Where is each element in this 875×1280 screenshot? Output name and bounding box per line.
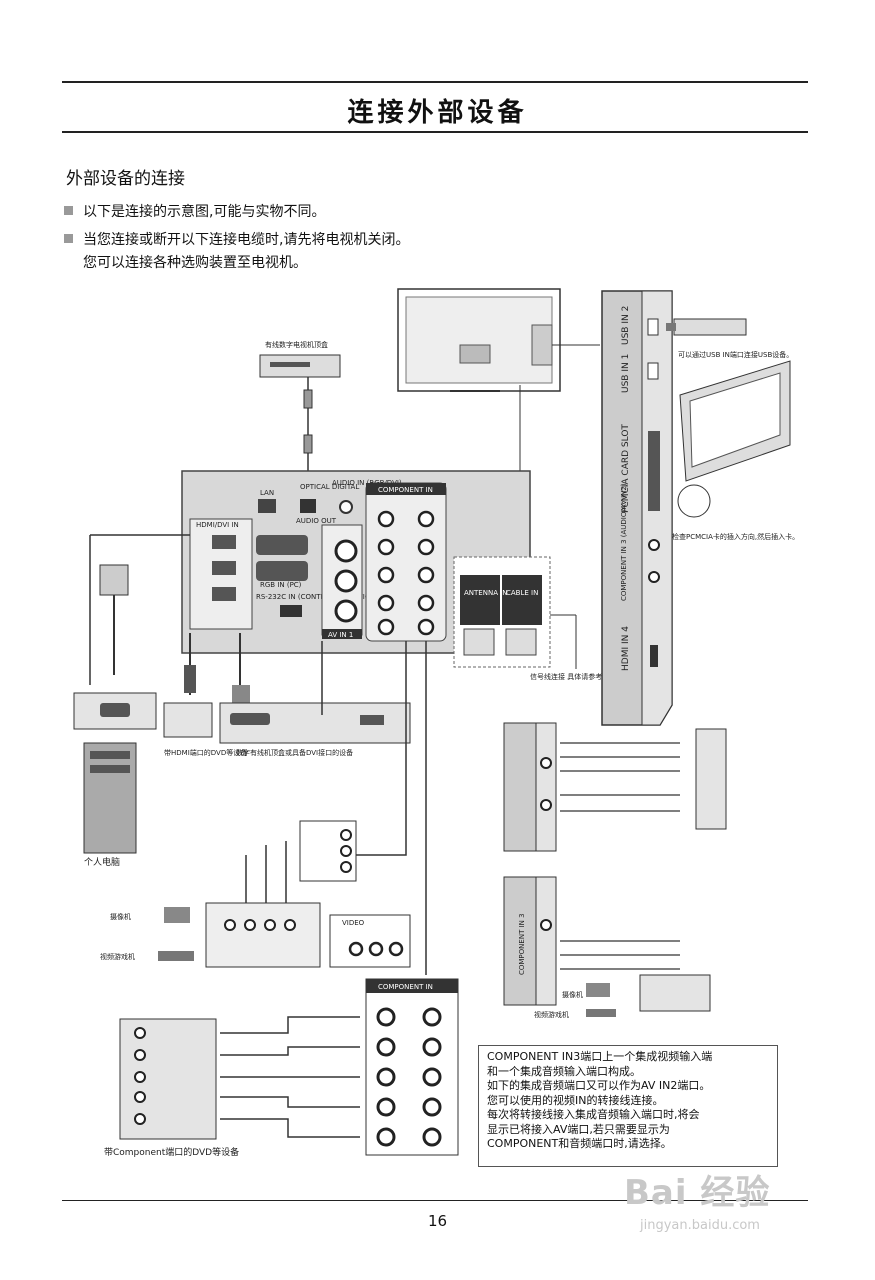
settop-label: 有线数字电视机顶盒 <box>265 340 328 349</box>
footer-rule <box>62 1200 808 1201</box>
bullet-square-icon <box>64 206 73 215</box>
pcmcia-note: 检查PCMCIA卡的插入方向,然后插入卡。 <box>672 532 799 541</box>
component-in-label: COMPONENT IN <box>378 486 433 494</box>
side-inset-1 <box>503 722 727 852</box>
video-label: VIDEO <box>342 919 365 927</box>
section-subtitle: 外部设备的连接 <box>66 169 185 189</box>
antenna-note: 信号线连接 具体请参考第15页 <box>530 672 625 681</box>
connection-diagram: 有线数字电视机顶盒 HDMI/DVI IN LAN OPTICAL DIGITA… <box>73 288 799 1158</box>
title-rule <box>62 131 808 133</box>
side-game-label: 视频游戏机 <box>534 1010 569 1019</box>
watermark-url: jingyan.baidu.com <box>640 1218 760 1233</box>
top-rule <box>62 81 808 83</box>
component-note: COMPONENT IN3端口上一个集成视频输入端 和一个集成音频输入端口构成。… <box>478 1045 778 1167</box>
page-number: 16 <box>427 1212 448 1230</box>
av-in1-label: AV IN 1 <box>328 631 353 639</box>
rs232-label: RS-232C IN (CONTROL & SERVICE) <box>256 593 377 601</box>
bullet-square-icon <box>64 234 73 243</box>
av-devices: VIDEO 摄像机 视频游戏机 <box>100 820 411 968</box>
note-line: 显示已将接入AV端口,若只需要显示为 <box>487 1122 670 1136</box>
camcorder-label: 摄像机 <box>110 912 131 921</box>
antenna-panel: ANTENNA IN CABLE IN 信号线连接 具体请参考第15页 <box>453 556 625 681</box>
comp-in-lower-label: COMPONENT IN <box>378 983 433 991</box>
bullet-2-text: 当您连接或断开以下连接电缆时,请先将电视机关闭。 <box>83 232 410 248</box>
side-panel: USB IN 2 USB IN 1 PCMCIA CARD SLOT COMPO… <box>601 290 799 726</box>
pcmcia-label: PCMCIA CARD SLOT <box>621 424 631 513</box>
dvd-hdmi-label: 带HDMI端口的DVD等设备 <box>164 748 247 757</box>
note-line: 每次将转接线接入集成音频输入端口时,将会 <box>487 1108 700 1121</box>
hdmi-dvi-in-label: HDMI/DVI IN <box>196 521 239 529</box>
bullet-1: 以下是连接的示意图,可能与实物不同。 <box>64 201 325 221</box>
lan-label: LAN <box>260 489 274 497</box>
game-label: 视频游戏机 <box>100 952 135 961</box>
side-inset-2: COMPONENT IN 3 摄像机 视频游戏机 <box>503 876 711 1019</box>
component-lower: COMPONENT IN 带Component端口的DVD等设备 <box>104 978 459 1158</box>
cable-in-label: CABLE IN <box>506 589 538 597</box>
usb-note: 可以通过USB IN端口连接USB设备。 <box>678 350 793 359</box>
side-comp-label: COMPONENT IN 3 <box>518 913 526 975</box>
hdmi-devices: 带HDMI端口的DVD等设备 数字有线机顶盒或具备DVI接口的设备 <box>163 633 411 757</box>
bullet-2: 当您连接或断开以下连接电缆时,请先将电视机关闭。 <box>64 229 409 249</box>
rgb-in-label: RGB IN (PC) <box>260 581 302 589</box>
note-line: COMPONENT IN3端口上一个集成视频输入端 <box>487 1050 713 1063</box>
av-lines <box>346 641 427 975</box>
side-camcorder-label: 摄像机 <box>562 990 583 999</box>
tv-back-illustration <box>397 288 600 475</box>
pc-connections: 个人电脑 <box>73 534 190 868</box>
note-line: 您可以使用的视频IN的转接线连接。 <box>487 1093 664 1107</box>
note-line: 和一个集成音频输入端口构成。 <box>487 1064 641 1078</box>
dvd-comp-label: 带Component端口的DVD等设备 <box>104 1146 239 1158</box>
usb-in1-label: USB IN 1 <box>621 354 631 393</box>
bullet-1-text: 以下是连接的示意图,可能与实物不同。 <box>83 204 326 220</box>
comp-in3-label: COMPONENT IN 3 (AUDIO/AV IN2) <box>620 483 628 601</box>
antenna-in-label: ANTENNA IN <box>464 589 508 597</box>
bullet-2-continuation: 您可以连接各种选购装置至电视机。 <box>83 255 307 271</box>
audio-out-label: AUDIO OUT <box>296 517 337 525</box>
note-line: 如下的集成音频端口又可以作为AV IN2端口。 <box>487 1079 711 1092</box>
usb-in2-label: USB IN 2 <box>621 306 631 345</box>
note-line: COMPONENT和音频端口时,请选择。 <box>487 1137 672 1150</box>
settop-box: 有线数字电视机顶盒 <box>259 340 341 475</box>
dtv-pc-label: 数字有线机顶盒或具备DVI接口的设备 <box>236 748 353 757</box>
pc-label: 个人电脑 <box>84 856 120 868</box>
watermark-brand: Bai 经验 <box>624 1173 771 1213</box>
optical-label: OPTICAL DIGITAL <box>300 483 359 491</box>
hdmi-in4-label: HDMI IN 4 <box>621 626 631 671</box>
page-title: 连接外部设备 <box>347 98 528 128</box>
